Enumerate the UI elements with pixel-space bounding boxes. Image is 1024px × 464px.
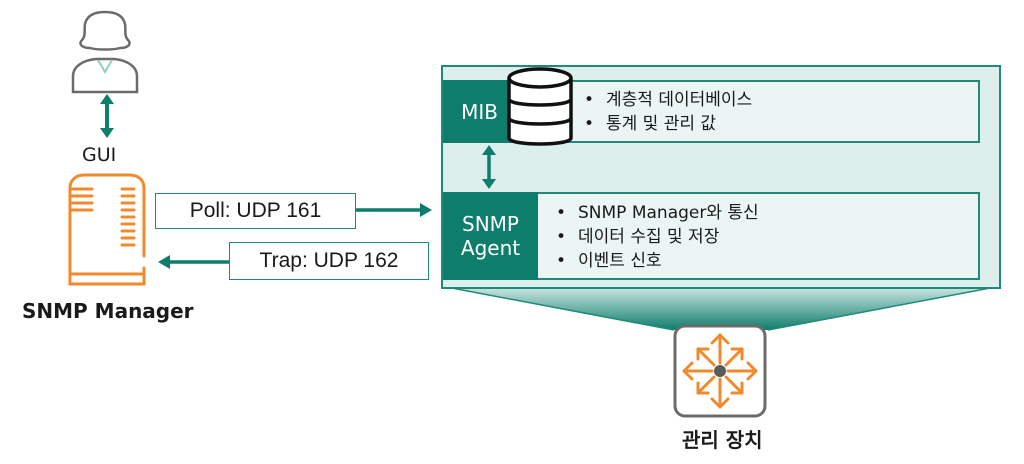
agent-bullet-list: SNMP Manager와 통신 데이터 수집 및 저장 이벤트 신호 xyxy=(556,201,759,273)
snmp-manager-label: SNMP Manager xyxy=(22,299,194,323)
agent-tag-line1: SNMP xyxy=(462,212,519,236)
trap-arrow-icon xyxy=(158,255,230,269)
database-icon xyxy=(507,67,573,146)
mib-tag: MIB xyxy=(443,80,516,143)
trap-message-box: Trap: UDP 162 xyxy=(229,242,429,280)
mib-bullet: 계층적 데이터베이스 xyxy=(584,88,752,112)
switch-arrows-icon xyxy=(673,324,767,418)
mib-bullet: 통계 및 관리 값 xyxy=(584,112,752,136)
poll-message-box: Poll: UDP 161 xyxy=(155,193,356,229)
mib-agent-arrow-icon xyxy=(482,145,496,189)
agent-bullet: SNMP Manager와 통신 xyxy=(556,201,759,225)
server-icon xyxy=(68,173,146,286)
user-icon xyxy=(71,10,139,94)
agent-tag-line2: Agent xyxy=(460,236,521,260)
agent-bullet: 데이터 수집 및 저장 xyxy=(556,225,759,249)
projection-shape xyxy=(441,286,1001,331)
snmp-agent-tag: SNMP Agent xyxy=(443,192,538,280)
agent-bullet: 이벤트 신호 xyxy=(556,249,759,273)
poll-arrow-icon xyxy=(356,203,432,217)
bidirectional-arrow-icon xyxy=(100,94,114,138)
gui-label: GUI xyxy=(82,144,117,166)
mib-bullet-list: 계층적 데이터베이스 통계 및 관리 값 xyxy=(584,88,752,136)
managed-device-label: 관리 장치 xyxy=(682,428,763,452)
